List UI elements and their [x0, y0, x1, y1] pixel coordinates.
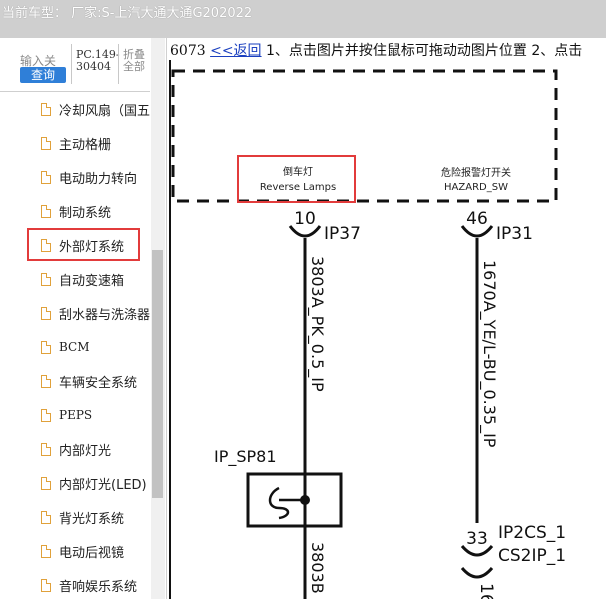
tree-item-label: 背光灯系统 [59, 511, 125, 527]
wire-left-label: 3803A_PK_0.5_IP [307, 256, 327, 392]
pin-number-right: 46 [466, 209, 488, 229]
search-controls: 输入关 查询 PC.149- 30404 折叠 全部 [0, 38, 150, 90]
diagram-toolbar: 6073 <<返回 1、点击图片并按住鼠标可拖动动图片位置 2、点击 [170, 40, 582, 60]
connector-right-label: IP31 [496, 224, 533, 244]
tree-item-label: 主动格栅 [59, 137, 112, 153]
file-icon [41, 408, 51, 422]
doc-number: 6073 [170, 43, 206, 59]
connector-bottom-right-label-1: IP2CS_1 [498, 523, 566, 543]
tree-item[interactable]: 主动格栅 [0, 126, 150, 160]
wiring-diagram-viewer[interactable]: 6073 <<返回 1、点击图片并按住鼠标可拖动动图片位置 2、点击 倒车灯 R… [167, 38, 606, 599]
file-icon [41, 476, 51, 490]
tree-item[interactable]: BCM [0, 330, 150, 364]
part-code-line1: PC.149- [76, 48, 120, 61]
wire-right-label: 1670A_YE/L-BU_0.35_IP [479, 260, 499, 448]
tree-item[interactable]: 冷却风扇（国五 [0, 92, 150, 126]
wire-left-bottom-label: 3803B [308, 542, 327, 594]
file-icon [41, 306, 51, 320]
tree-item-label: 内部灯光 [59, 443, 112, 459]
vehicle-model-title: 当前车型： 厂家:S-上汽大通大通G202022 [2, 6, 253, 21]
collapse-all-button[interactable]: 折叠 全部 [123, 49, 145, 73]
tree-item[interactable]: 电动后视镜 [0, 534, 150, 568]
connector-left-label: IP37 [324, 224, 361, 244]
tree-item-label: PEPS [59, 408, 93, 422]
scrollbar-thumb[interactable] [152, 250, 163, 498]
hazard-switch-label-en: HAZARD_SW [444, 182, 508, 193]
file-icon [41, 340, 51, 354]
tree-item[interactable]: 背光灯系统 [0, 500, 150, 534]
tree-item-label: 刮水器与洗涤器 [59, 307, 151, 323]
tree-item-label: 电动助力转向 [59, 171, 138, 187]
tree-item-label: 外部灯系统 [59, 239, 125, 255]
tree-item[interactable]: 刮水器与洗涤器 [0, 296, 150, 330]
search-input[interactable]: 输入关 [20, 54, 57, 68]
pin-number-left: 10 [294, 209, 316, 229]
back-link[interactable]: <<返回 [210, 43, 262, 59]
connector-bottom-right-mate [460, 567, 494, 579]
tree-item[interactable]: 音响娱乐系统 [0, 568, 150, 599]
tree-item-label: 车辆安全系统 [59, 375, 138, 391]
divider [71, 44, 72, 84]
file-icon [41, 272, 51, 286]
file-icon [41, 238, 51, 252]
tree-item[interactable]: 自动变速箱 [0, 262, 150, 296]
collapse-line2: 全部 [123, 60, 145, 73]
file-icon [41, 136, 51, 150]
splice-label: IP_SP81 [214, 447, 277, 467]
reverse-lamp-label-cn: 倒车灯 [283, 165, 313, 178]
connector-right [460, 225, 494, 238]
left-nav-panel: 输入关 查询 PC.149- 30404 折叠 全部 冷却风扇（国五 主动格栅 … [0, 38, 167, 599]
tree-item[interactable]: 内部灯光(LED) [0, 466, 150, 500]
tree-item-label: 电动后视镜 [59, 545, 125, 561]
tree-item[interactable]: 电动助力转向 [0, 160, 150, 194]
wiring-diagram[interactable]: 倒车灯 Reverse Lamps 危险报警灯开关 HAZARD_SW 10 I… [167, 38, 606, 599]
file-icon [41, 204, 51, 218]
tree-item-label: BCM [59, 340, 90, 354]
part-code: PC.149- 30404 [76, 49, 120, 73]
reverse-lamp-label-en: Reverse Lamps [260, 182, 336, 193]
part-code-line2: 30404 [76, 60, 111, 73]
connector-bottom-right-label-2: CS2IP_1 [498, 546, 566, 566]
file-icon [41, 102, 51, 116]
splice-symbol [268, 486, 290, 520]
tree-item[interactable]: 车辆安全系统 [0, 364, 150, 398]
highlight-box [27, 228, 140, 261]
tree-item[interactable]: PEPS [0, 398, 150, 432]
file-icon [41, 578, 51, 592]
tree-item-label: 制动系统 [59, 205, 112, 221]
tree-item[interactable]: 内部灯光 [0, 432, 150, 466]
tree-item-label: 冷却风扇（国五 [59, 103, 151, 119]
hazard-switch-label-cn: 危险报警灯开关 [441, 166, 511, 179]
file-icon [41, 544, 51, 558]
tree-item-label: 自动变速箱 [59, 273, 125, 289]
divider [118, 44, 119, 84]
tree-item-label: 内部灯光(LED) [59, 477, 147, 493]
pin-number-partial: 16 [476, 583, 496, 599]
component-box [171, 69, 558, 203]
connector-bottom-right [460, 545, 494, 557]
connector-left [288, 225, 322, 238]
usage-hint: 1、点击图片并按住鼠标可拖动动图片位置 2、点击 [266, 43, 583, 59]
file-icon [41, 374, 51, 388]
tree-item[interactable]: 制动系统 [0, 194, 150, 228]
tree-item-label: 音响娱乐系统 [59, 579, 138, 595]
query-button[interactable]: 查询 [20, 67, 66, 83]
highlight-box [237, 155, 356, 203]
collapse-line1: 折叠 [123, 48, 145, 61]
file-icon [41, 170, 51, 184]
tree-item-exterior-lights[interactable]: 外部灯系统 [0, 228, 150, 262]
title-bar: 当前车型： 厂家:S-上汽大通大通G202022 [0, 0, 606, 38]
pin-number-bottom-right: 33 [466, 529, 488, 549]
divider [0, 91, 150, 92]
file-icon [41, 510, 51, 524]
file-icon [41, 442, 51, 456]
